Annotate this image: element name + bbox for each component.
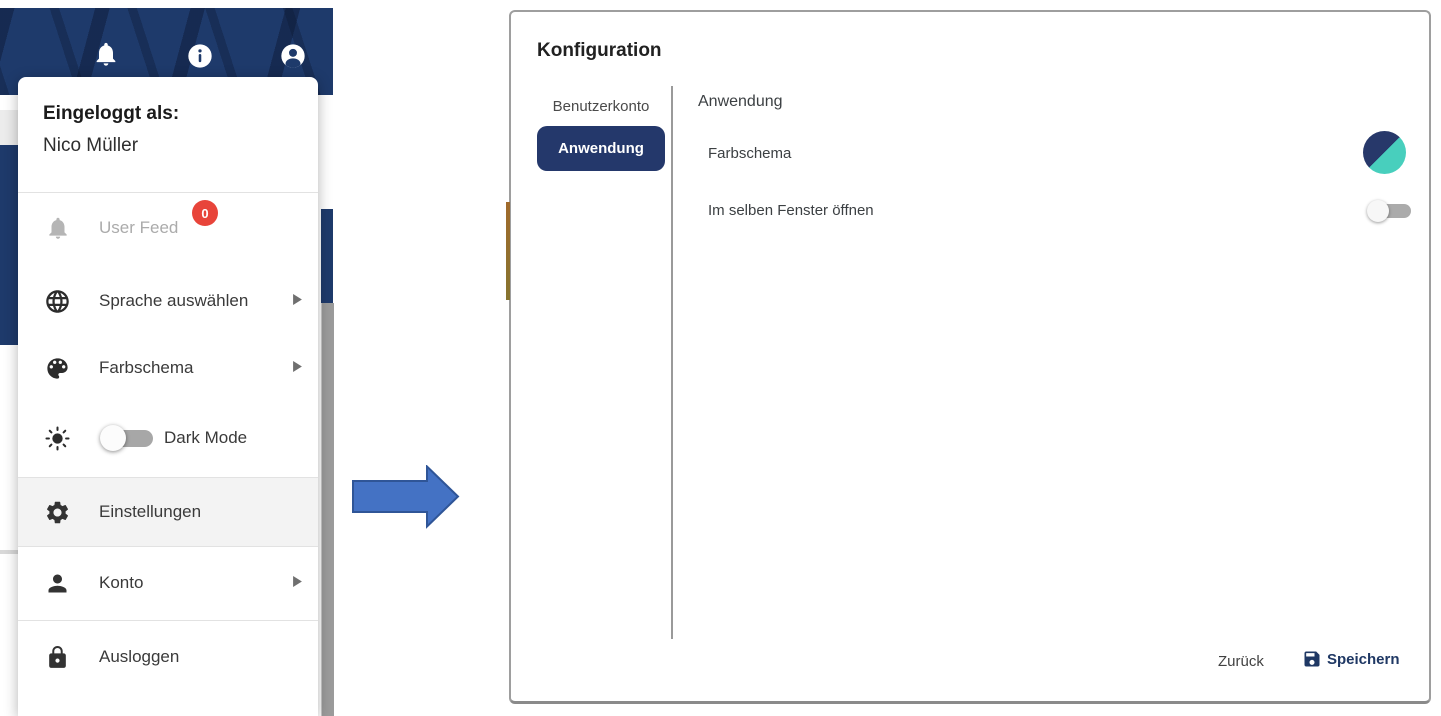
- globe-icon: [44, 288, 71, 315]
- menu-item-label: Dark Mode: [164, 428, 248, 447]
- user-dropdown-menu: Eingeloggt als: Nico Müller User Feed 0 …: [18, 77, 318, 716]
- same-window-toggle[interactable]: [1367, 200, 1411, 222]
- menu-item-label: Ausloggen: [99, 647, 180, 666]
- divider: [671, 86, 673, 639]
- account-icon[interactable]: [279, 42, 307, 70]
- setting-label-farbschema: Farbschema: [708, 145, 792, 162]
- save-button-label: Speichern: [1327, 650, 1400, 668]
- chevron-right-icon: [293, 574, 302, 592]
- back-button[interactable]: Zurück: [1218, 653, 1264, 670]
- divider: [18, 192, 318, 193]
- menu-item-settings[interactable]: Einstellungen: [18, 478, 318, 546]
- konfiguration-dialog: Konfiguration Benutzerkonto Anwendung An…: [509, 10, 1431, 704]
- toggle-knob: [100, 425, 126, 451]
- person-icon: [44, 570, 71, 597]
- chevron-right-icon: [293, 359, 302, 377]
- save-icon: [1302, 649, 1322, 669]
- background-fragment: [0, 145, 18, 345]
- chevron-right-icon: [293, 292, 302, 310]
- setting-label-same-window: Im selben Fenster öffnen: [708, 202, 874, 219]
- page-scrollbar[interactable]: [321, 303, 334, 716]
- menu-item-color-scheme[interactable]: Farbschema: [18, 334, 318, 402]
- divider: [18, 546, 318, 547]
- divider: [18, 620, 318, 621]
- brightness-icon: [44, 425, 71, 452]
- menu-item-label: Sprache auswählen: [99, 291, 249, 310]
- lock-icon: [44, 644, 71, 671]
- transition-arrow-icon: [352, 465, 460, 529]
- tab-anwendung[interactable]: Anwendung: [537, 126, 665, 171]
- menu-item-label: Einstellungen: [99, 502, 202, 521]
- menu-item-label: Farbschema: [99, 358, 194, 377]
- bell-icon: [44, 215, 71, 242]
- notification-badge: 0: [192, 200, 218, 226]
- menu-item-language[interactable]: Sprache auswählen: [18, 267, 318, 335]
- save-button[interactable]: Speichern: [1302, 649, 1400, 669]
- menu-item-account[interactable]: Konto: [18, 549, 318, 617]
- color-scheme-icon[interactable]: [1363, 131, 1406, 174]
- gear-icon: [44, 499, 71, 526]
- background-fragment: [0, 110, 18, 145]
- divider: [18, 477, 318, 478]
- toggle-knob: [1367, 200, 1389, 222]
- notifications-icon[interactable]: [92, 38, 120, 70]
- tab-benutzerkonto[interactable]: Benutzerkonto: [552, 98, 650, 115]
- dark-mode-toggle[interactable]: [100, 425, 153, 451]
- dialog-title: Konfiguration: [537, 40, 662, 61]
- menu-item-logout[interactable]: Ausloggen: [18, 623, 318, 691]
- info-icon[interactable]: [186, 42, 214, 70]
- menu-item-label: User Feed: [99, 218, 179, 237]
- menu-item-label: Konto: [99, 573, 144, 592]
- background-fragment: [506, 202, 510, 300]
- menu-item-user-feed[interactable]: User Feed 0: [18, 194, 318, 262]
- background-fragment: [0, 550, 18, 554]
- menu-item-dark-mode[interactable]: Dark Mode: [18, 404, 318, 472]
- palette-icon: [44, 355, 71, 382]
- user-name: Nico Müller: [43, 135, 139, 156]
- background-fragment: [321, 209, 333, 303]
- section-heading: Anwendung: [698, 93, 783, 110]
- logged-in-as-label: Eingeloggt als:: [43, 103, 180, 124]
